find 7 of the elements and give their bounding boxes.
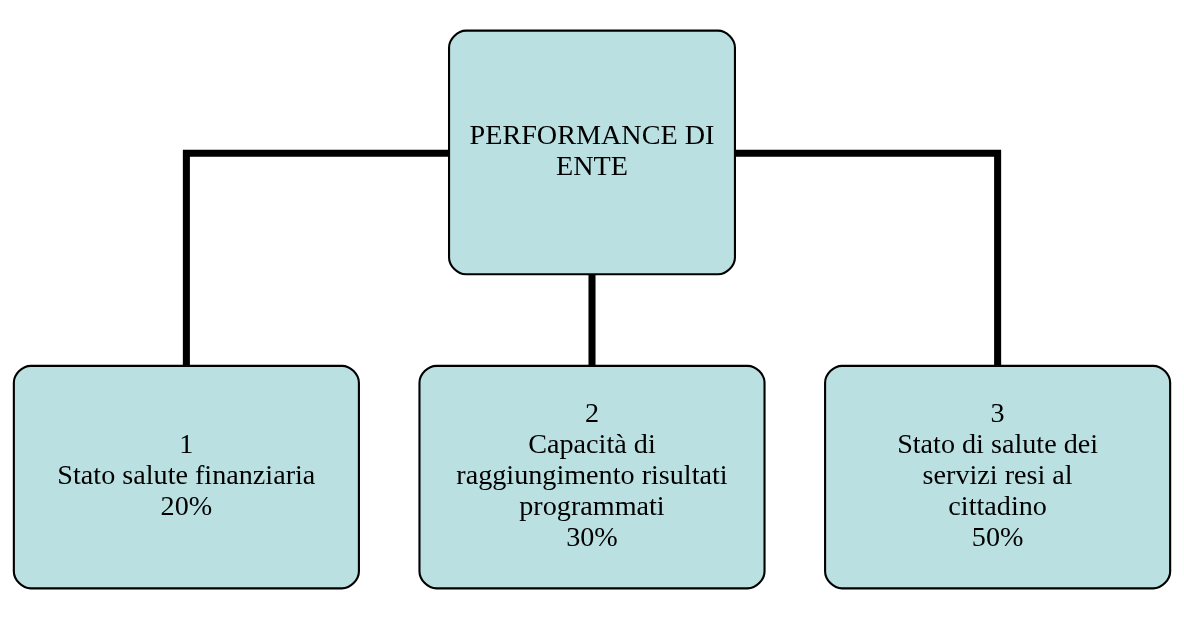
node-box: 3 Stato di salute dei servizi resi al cittadino 50% [824,364,1172,589]
connector [588,274,596,366]
node-box: 1 Stato salute finanziaria 20% [12,364,360,589]
connector [182,149,449,366]
node-box: PERFORMANCE DI ENTE [448,29,736,275]
connector [735,149,1002,366]
node-box: 2 Capacità di raggiungimento risultati programmati 30% [418,364,766,589]
